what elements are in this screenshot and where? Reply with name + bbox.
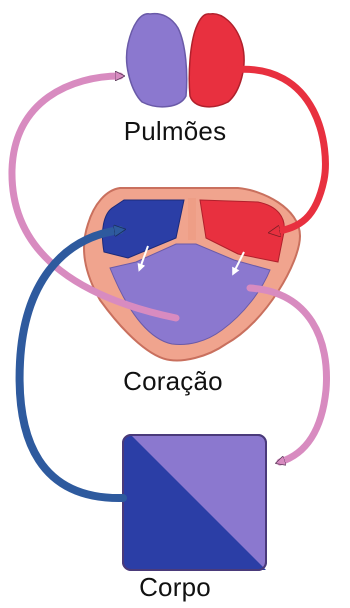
body-label: Corpo: [75, 574, 275, 600]
left-lung: [127, 14, 187, 107]
lungs-icon: [127, 14, 244, 107]
right-lung: [189, 14, 244, 107]
heart-label: Coração: [73, 368, 273, 394]
heart-icon: [84, 188, 300, 360]
body-square-icon: [123, 435, 266, 570]
lungs-label: Pulmões: [75, 118, 275, 144]
